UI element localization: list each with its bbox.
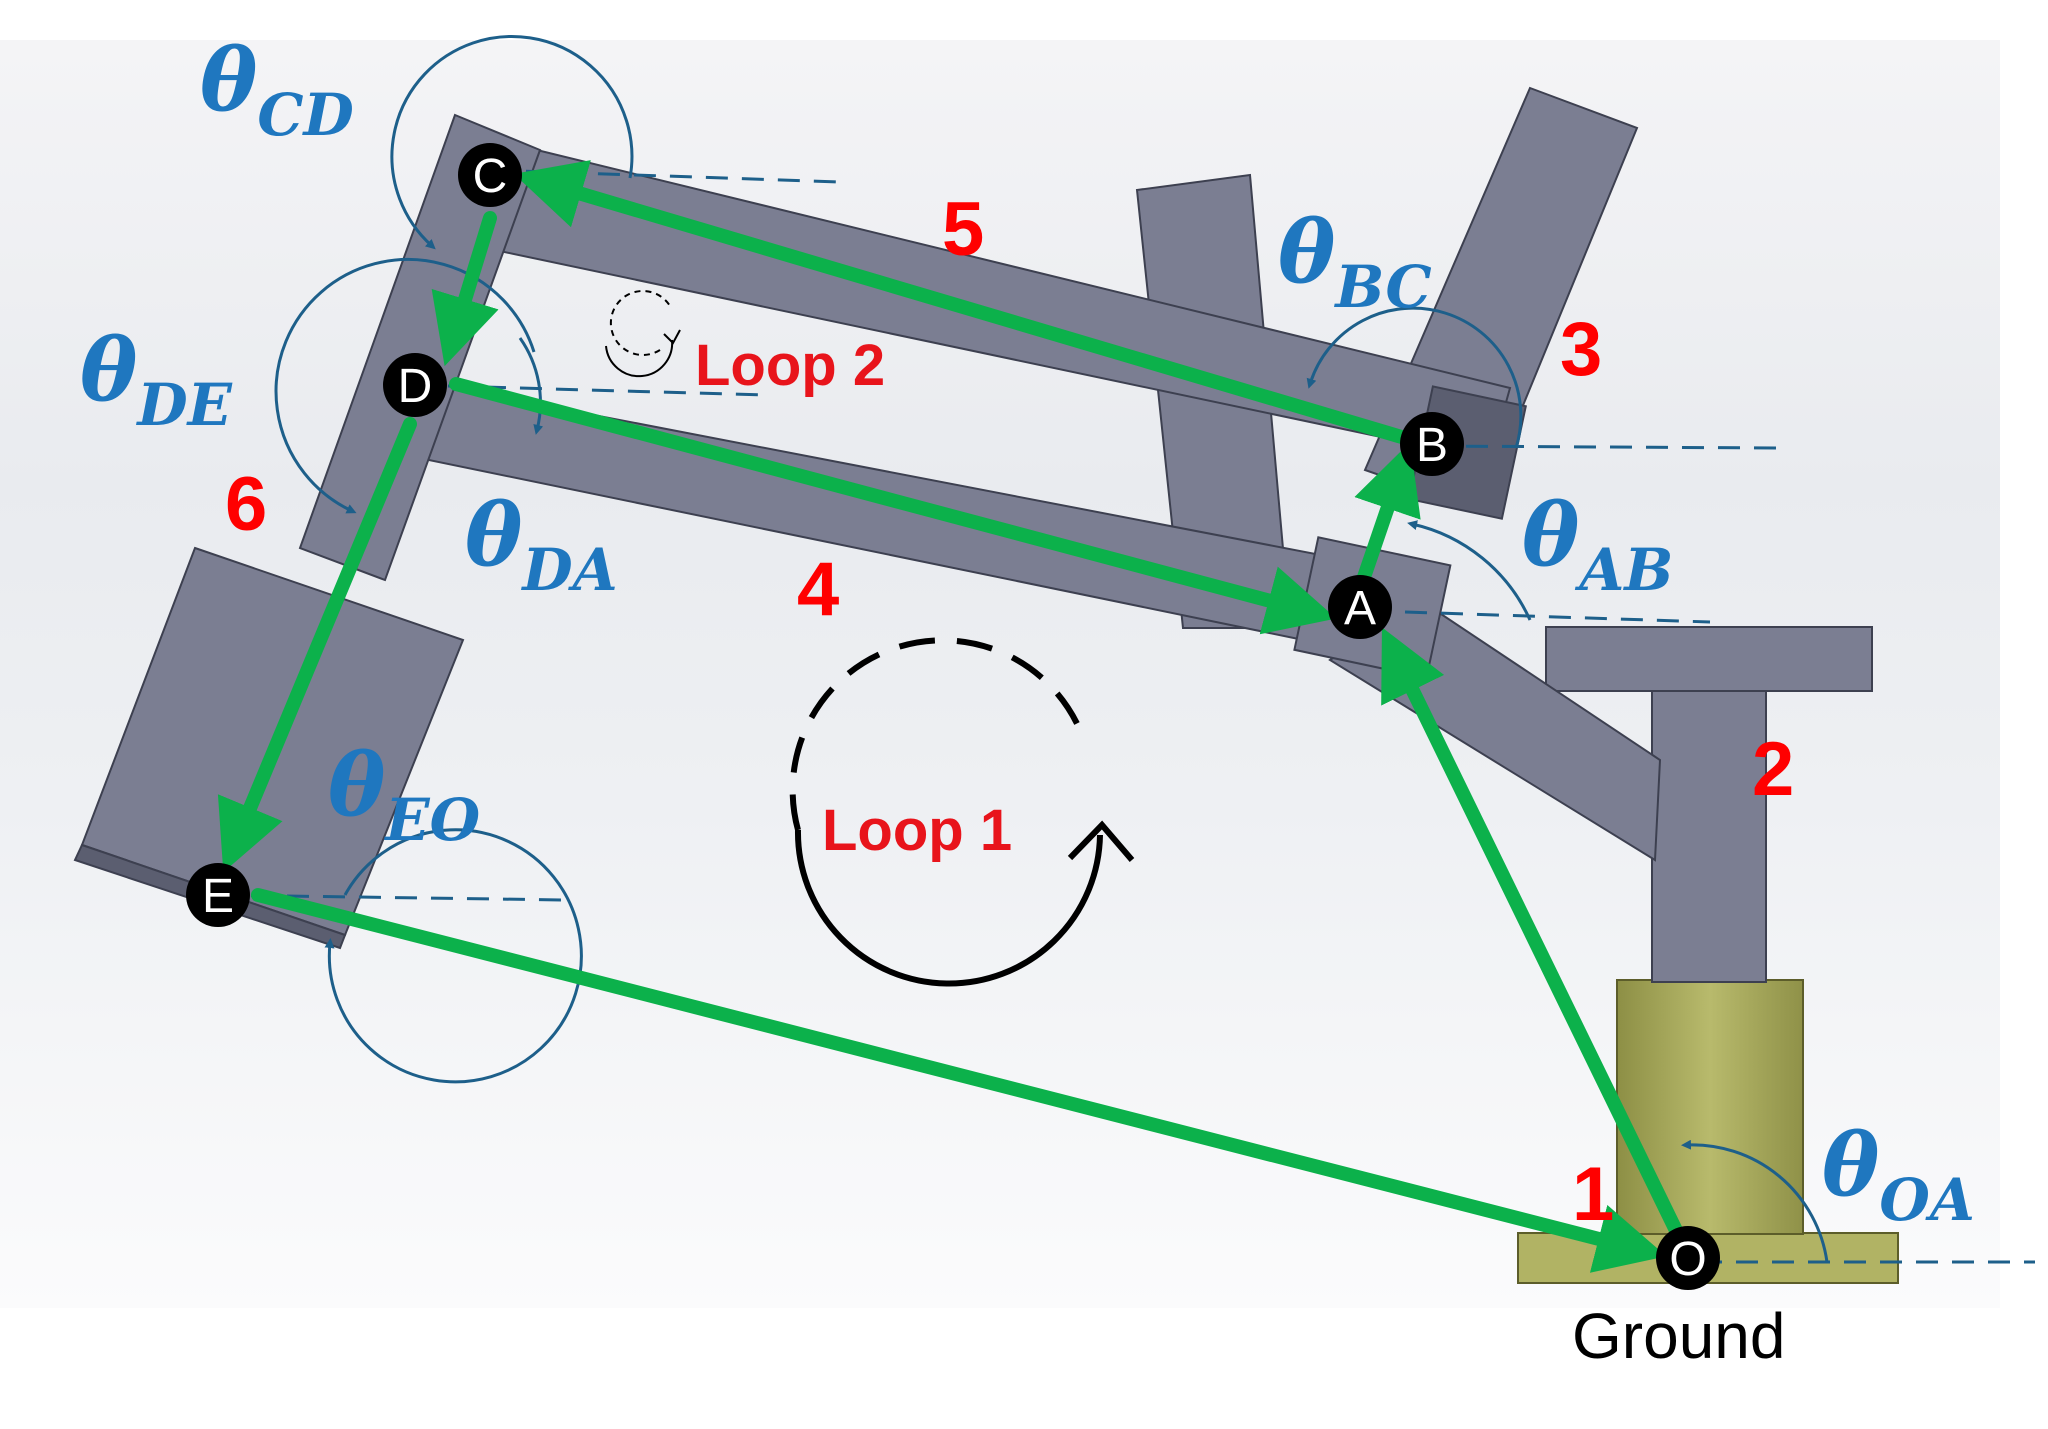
arc-theta-cd bbox=[390, 35, 634, 250]
theta-ab-label: θAB bbox=[1522, 485, 1673, 604]
vector-de bbox=[217, 417, 417, 873]
ground-label: Ground bbox=[1572, 1300, 1785, 1372]
link2-top-plate bbox=[1545, 626, 1873, 692]
angle-labels: θCD θDE θDA θBC θAB θEO θOA bbox=[80, 30, 1975, 1234]
vector-da bbox=[449, 377, 1337, 635]
vector-cd bbox=[431, 211, 499, 367]
loop1-dashed-arc bbox=[789, 637, 1083, 831]
link2-post bbox=[1651, 689, 1767, 983]
loop1-arrowhead bbox=[1067, 820, 1135, 862]
link-4-label: 4 bbox=[797, 547, 839, 632]
loop2-dashed-arc bbox=[609, 289, 671, 356]
theta-da-label: θDA bbox=[465, 485, 618, 604]
position-vectors bbox=[217, 160, 1695, 1273]
arc-theta-de bbox=[274, 258, 536, 514]
link-numbers: 1 2 3 4 5 6 bbox=[225, 187, 1794, 1237]
theta-oa-label: θOA bbox=[1822, 1115, 1975, 1234]
vector-bc bbox=[513, 160, 1439, 453]
joints: O A B C D E bbox=[186, 143, 1720, 1290]
loop-2-label: Loop 2 bbox=[695, 333, 885, 398]
vector-eo bbox=[251, 888, 1667, 1273]
loop1-solid-arc bbox=[794, 829, 1103, 987]
joint-o: O bbox=[1656, 1226, 1720, 1290]
loop-1-label: Loop 1 bbox=[822, 798, 1012, 863]
link-6-label: 6 bbox=[225, 462, 267, 547]
loop-indicators bbox=[605, 289, 1135, 987]
loop2-solid-arc bbox=[605, 339, 674, 378]
arc-theta-da bbox=[518, 337, 544, 435]
arc-theta-ab bbox=[1407, 520, 1532, 621]
link-1-label: 1 bbox=[1572, 1152, 1614, 1237]
joint-e-label: E bbox=[202, 870, 234, 923]
arc-theta-bc bbox=[1306, 306, 1523, 449]
base-cylinder bbox=[1616, 979, 1804, 1235]
reference-lines bbox=[214, 168, 2035, 1264]
angle-arcs bbox=[274, 35, 1829, 1263]
joint-c: C bbox=[458, 143, 522, 207]
theta-cd-label: θCD bbox=[200, 30, 354, 149]
theta-de-label: θDE bbox=[80, 320, 233, 439]
joint-d-label: D bbox=[398, 360, 433, 413]
vector-oa bbox=[1381, 627, 1695, 1262]
joint-c-label: C bbox=[473, 150, 508, 203]
arc-theta-eo bbox=[324, 828, 583, 1084]
arc-theta-oa bbox=[1681, 1139, 1829, 1263]
joint-a-label: A bbox=[1344, 582, 1376, 635]
theta-eo-label: θEO bbox=[328, 735, 481, 854]
theta-bc-label: θBC bbox=[1278, 202, 1432, 321]
loop2-arrowhead bbox=[663, 329, 681, 345]
joint-a: A bbox=[1328, 575, 1392, 639]
vector-ab bbox=[1354, 442, 1421, 590]
joint-d: D bbox=[383, 353, 447, 417]
joint-o-label: O bbox=[1669, 1233, 1706, 1286]
link-2-label: 2 bbox=[1752, 727, 1794, 812]
joint-b: B bbox=[1400, 412, 1464, 476]
mechanism-bodies bbox=[73, 86, 1899, 1284]
joint-e: E bbox=[186, 863, 250, 927]
joint-b-label: B bbox=[1416, 419, 1448, 472]
link-5-label: 5 bbox=[942, 187, 984, 272]
link-3-label: 3 bbox=[1560, 307, 1602, 392]
